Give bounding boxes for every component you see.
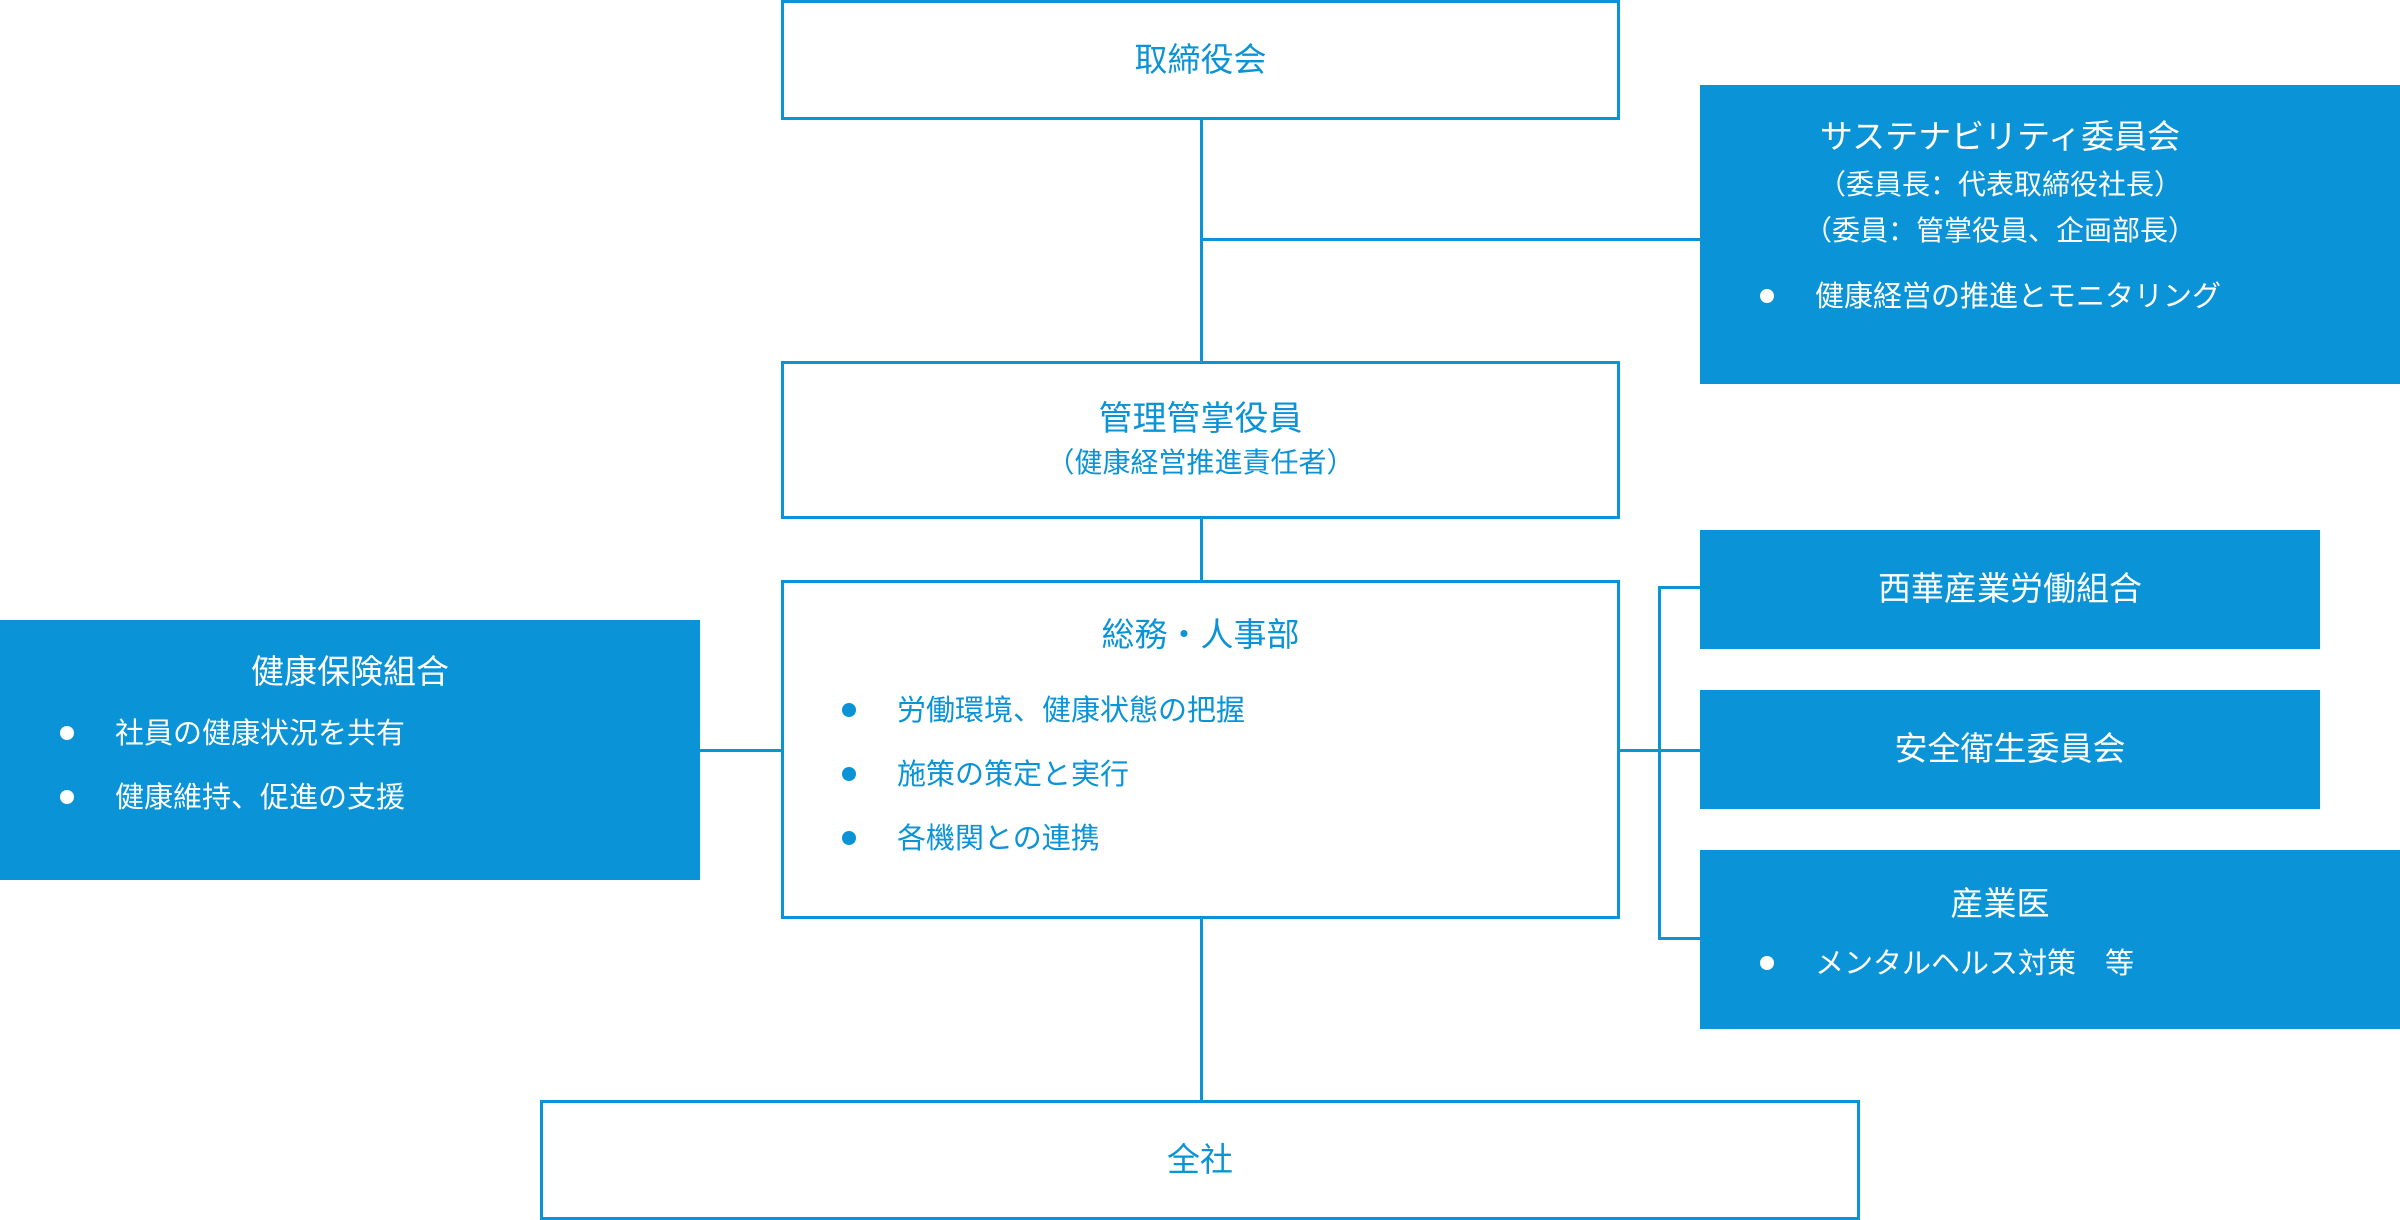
list-item: 労働環境、健康状態の把握 bbox=[842, 678, 1617, 742]
sustainability-box: サステナビリティ委員会 （委員長：代表取締役社長） （委員：管掌役員、企画部長）… bbox=[1700, 85, 2400, 384]
insurance-box: 健康保険組合 社員の健康状況を共有 健康維持、促進の支援 bbox=[0, 620, 700, 880]
list-item: 各機関との連携 bbox=[842, 806, 1617, 870]
list-item-label: メンタルヘルス対策 等 bbox=[1815, 945, 2135, 980]
connector-insurance-ga bbox=[699, 749, 784, 752]
connector-sustainability bbox=[1200, 238, 1700, 241]
union-title: 西華産業労働組合 bbox=[1878, 569, 2142, 609]
doctor-box: 産業医 メンタルヘルス対策 等 bbox=[1700, 850, 2400, 1029]
list-item-label: 施策の策定と実行 bbox=[897, 756, 1130, 791]
insurance-list: 社員の健康状況を共有 健康維持、促進の支援 bbox=[60, 701, 700, 829]
doctor-list: メンタルヘルス対策 等 bbox=[1760, 931, 2400, 995]
list-item-label: 健康維持、促進の支援 bbox=[115, 779, 406, 814]
sustainability-sub2: （委員：管掌役員、企画部長） bbox=[1803, 213, 2196, 247]
company-title: 全社 bbox=[1167, 1139, 1233, 1179]
sustainability-title: サステナビリティ委員会 bbox=[1819, 117, 2181, 156]
bracket-vertical bbox=[1658, 586, 1661, 940]
list-item-label: 社員の健康状況を共有 bbox=[115, 715, 406, 750]
connector-officer-ga bbox=[1200, 518, 1203, 582]
bracket-doctor bbox=[1658, 937, 1700, 940]
list-item-label: 健康経営の推進とモニタリング bbox=[1815, 278, 2222, 313]
bullet-icon bbox=[842, 702, 856, 717]
board-box: 取締役会 bbox=[781, 0, 1620, 120]
connector-ga-company bbox=[1200, 917, 1203, 1103]
officer-title: 管理管掌役員 bbox=[1098, 399, 1303, 440]
sustainability-sub1: （委員長：代表取締役社長） bbox=[1817, 167, 2182, 201]
list-item: 健康経営の推進とモニタリング bbox=[1760, 264, 2400, 328]
officer-sub: （健康経営推進責任者） bbox=[1046, 446, 1355, 480]
sustainability-list: 健康経営の推進とモニタリング bbox=[1760, 264, 2400, 328]
list-item: 健康維持、促進の支援 bbox=[60, 765, 700, 829]
board-title: 取締役会 bbox=[1134, 39, 1267, 79]
ga-box: 総務・人事部 労働環境、健康状態の把握 施策の策定と実行 各機関との連携 bbox=[781, 580, 1620, 919]
doctor-title: 産業医 bbox=[1950, 884, 2050, 923]
list-item-label: 労働環境、健康状態の把握 bbox=[897, 692, 1246, 727]
bullet-icon bbox=[60, 789, 74, 804]
list-item: メンタルヘルス対策 等 bbox=[1760, 931, 2400, 995]
safety-box: 安全衛生委員会 bbox=[1700, 690, 2320, 809]
union-box: 西華産業労働組合 bbox=[1700, 530, 2320, 649]
safety-title: 安全衛生委員会 bbox=[1894, 729, 2126, 769]
bullet-icon bbox=[1760, 288, 1774, 303]
bullet-icon bbox=[842, 766, 856, 781]
bullet-icon bbox=[1760, 955, 1774, 970]
insurance-title: 健康保険組合 bbox=[251, 652, 449, 691]
list-item: 施策の策定と実行 bbox=[842, 742, 1617, 806]
company-box: 全社 bbox=[540, 1100, 1860, 1220]
bullet-icon bbox=[60, 725, 74, 740]
list-item-label: 各機関との連携 bbox=[897, 820, 1100, 855]
list-item: 社員の健康状況を共有 bbox=[60, 701, 700, 765]
ga-list: 労働環境、健康状態の把握 施策の策定と実行 各機関との連携 bbox=[842, 678, 1617, 870]
bracket-union bbox=[1658, 586, 1700, 589]
ga-title: 総務・人事部 bbox=[1101, 615, 1300, 654]
bullet-icon bbox=[842, 830, 856, 845]
officer-box: 管理管掌役員 （健康経営推進責任者） bbox=[781, 361, 1620, 519]
